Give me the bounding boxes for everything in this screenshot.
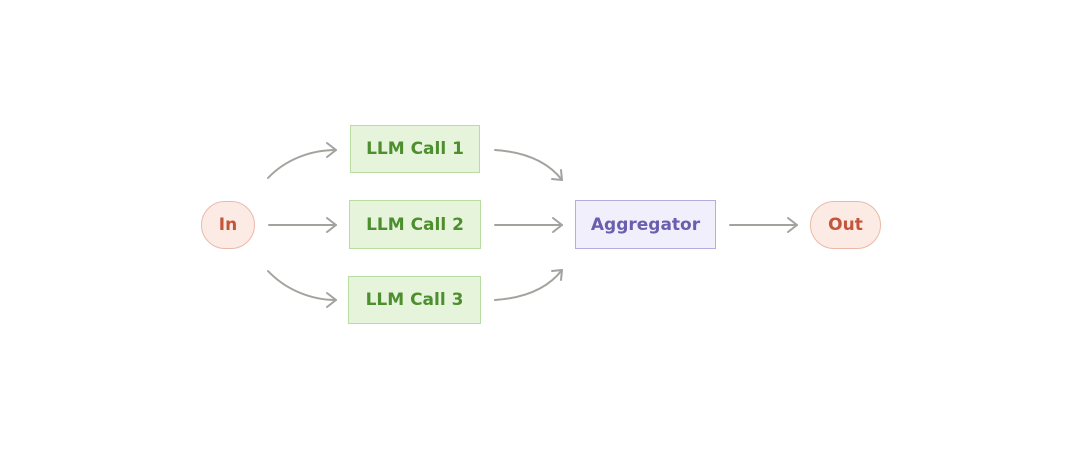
- input-node: In: [201, 201, 255, 249]
- arrow-in-to-llm-call-3: [267, 270, 337, 301]
- llm-call-3-node: LLM Call 3: [348, 276, 481, 324]
- arrow-llm-call-1-to-aggregator: [494, 149, 563, 181]
- llm-call-2-node: LLM Call 2: [349, 200, 481, 249]
- arrow-in-to-llm-call-1-head: [326, 142, 337, 158]
- arrow-llm-call-1-to-aggregator-head: [551, 169, 563, 181]
- llm-call-3-label: LLM Call 3: [365, 290, 464, 310]
- arrow-aggregator-to-out-head: [787, 217, 798, 233]
- aggregator-label: Aggregator: [590, 214, 701, 235]
- aggregator-node: Aggregator: [575, 200, 716, 249]
- arrow-in-to-llm-call-1: [267, 149, 337, 179]
- output-node: Out: [810, 201, 881, 249]
- input-node-label: In: [218, 215, 238, 235]
- arrow-in-to-llm-call-3-head: [326, 292, 337, 308]
- llm-call-2-label: LLM Call 2: [366, 214, 464, 235]
- llm-call-1-label: LLM Call 1: [366, 139, 464, 159]
- arrow-llm-call-3-to-aggregator: [494, 269, 563, 301]
- llm-call-1-node: LLM Call 1: [350, 125, 480, 173]
- arrow-in-to-llm-call-2-head: [326, 217, 337, 233]
- arrow-llm-call-2-to-aggregator-head: [552, 217, 563, 233]
- arrow-llm-call-3-to-aggregator-head: [551, 269, 563, 281]
- output-node-label: Out: [828, 215, 863, 235]
